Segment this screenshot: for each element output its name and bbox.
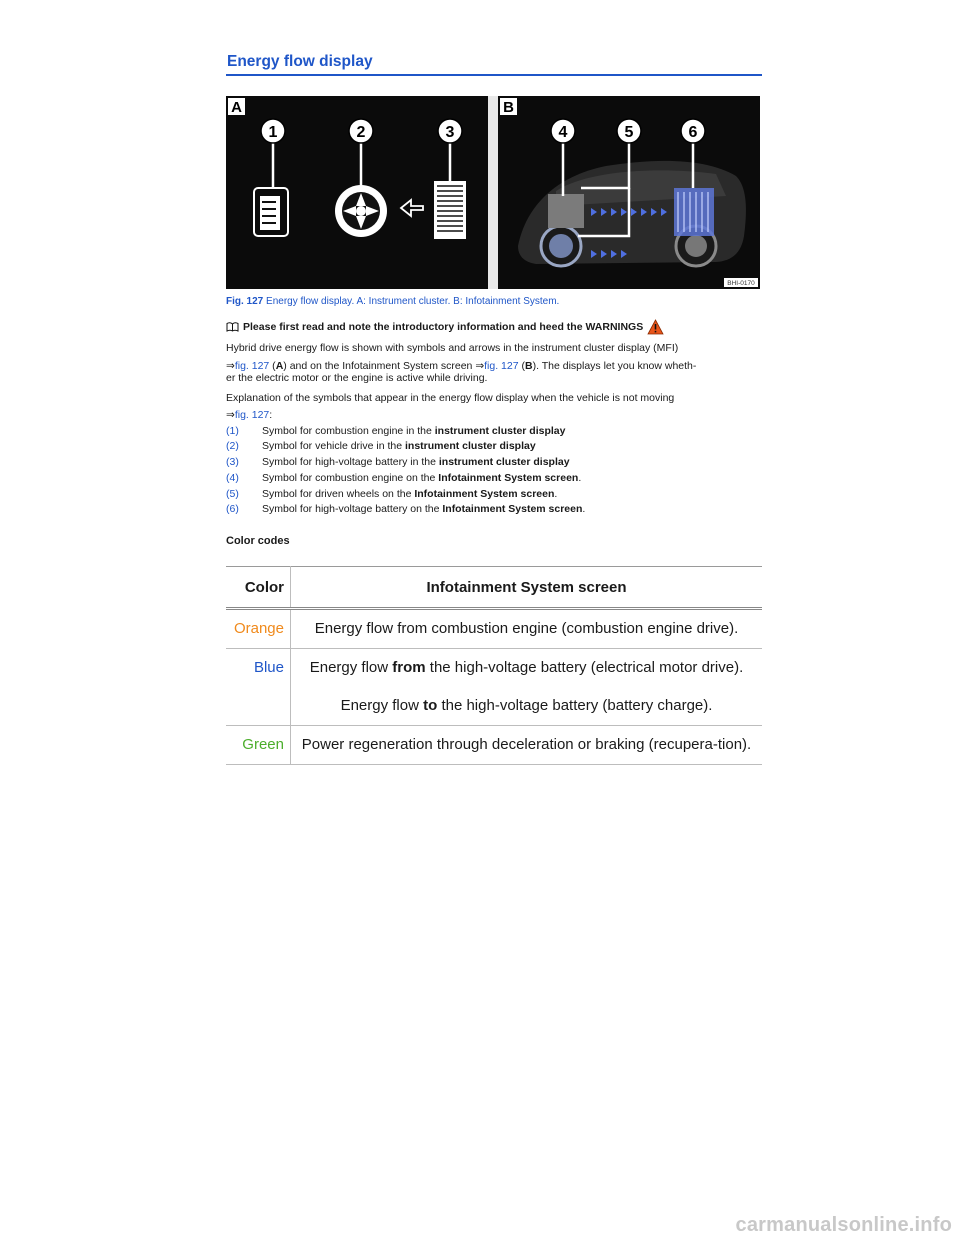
- svg-text:6: 6: [689, 124, 698, 141]
- color-name-cell: Orange: [226, 608, 291, 650]
- intro-paragraph: Hybrid drive energy flow is shown with s…: [226, 342, 762, 385]
- list-item: (1) Symbol for combustion engine in the i…: [226, 424, 762, 440]
- table-header-row: Color Infotainment System screen: [226, 566, 762, 611]
- callout-1: 1: [260, 118, 286, 144]
- arrow-glyph: ⇒: [226, 409, 235, 421]
- fig-link-b[interactable]: fig. 127: [484, 359, 519, 372]
- explanation-line-2: ⇒fig. 127:: [226, 409, 273, 421]
- arrow-glyph: ⇒: [475, 359, 485, 372]
- battery-symbol-icon: [434, 181, 466, 239]
- svg-text:5: 5: [625, 124, 634, 141]
- arrow-left-icon: [399, 198, 424, 218]
- table-row: Blue Energy flow from the high-voltage ba…: [226, 648, 762, 727]
- legend-text: Symbol for driven wheels on the Infotain…: [262, 487, 558, 500]
- description-cell: Energy flow from combustion engine (comb…: [290, 608, 762, 650]
- car-illustration: [518, 160, 746, 268]
- engine-symbol-icon: [253, 187, 289, 237]
- energy-flow-figure: A B 1 2 3: [226, 96, 760, 289]
- list-item: (4) Symbol for combustion engine on the I…: [226, 471, 762, 487]
- panel-b-letter: B: [503, 99, 514, 116]
- intro-line-1: Hybrid drive energy flow is shown with s…: [226, 342, 679, 354]
- callout-4: 4: [550, 118, 576, 144]
- panel-a-box: [228, 98, 245, 115]
- list-item: (5) Symbol for driven wheels on the Infot…: [226, 487, 762, 503]
- explanation-paragraph: Explanation of the symbols that appear i…: [226, 392, 762, 422]
- list-item: (2) Symbol for vehicle drive in the instr…: [226, 439, 762, 455]
- note-text: Please first read and note the introduct…: [243, 321, 644, 333]
- explanation-line-1: Explanation of the symbols that appear i…: [226, 391, 675, 404]
- symbol-legend-list: (1) Symbol for combustion engine in the i…: [226, 424, 762, 519]
- book-icon: [226, 322, 239, 332]
- fig-link-c[interactable]: fig. 127: [234, 409, 270, 421]
- callout-2: 2: [348, 118, 374, 144]
- legend-number: (1): [226, 424, 239, 437]
- svg-text:3: 3: [446, 124, 455, 141]
- bold-a: A: [275, 359, 284, 372]
- description-cell: Power regeneration through deceleration …: [290, 725, 762, 766]
- color-name-cell: Green: [226, 725, 291, 766]
- figure-caption: Fig. 127 Energy flow display. A: Instrum…: [226, 296, 762, 307]
- description-line: Power regeneration through deceleration …: [301, 736, 752, 754]
- legend-text: Symbol for vehicle drive in the instrume…: [262, 440, 536, 453]
- intro-line-2: ⇒fig. 127 (A) and on the Infotainment Sy…: [226, 359, 697, 372]
- fig-link-a[interactable]: fig. 127: [234, 359, 270, 372]
- header-screen: Infotainment System screen: [290, 566, 762, 611]
- image-code: BHI-0170: [727, 280, 755, 287]
- table-row: Orange Energy flow from combustion engine…: [226, 608, 762, 650]
- legend-number: (5): [226, 487, 239, 500]
- header-color: Color: [226, 566, 291, 611]
- list-item: (6) Symbol for high-voltage battery on th…: [226, 502, 762, 518]
- panel-a-letter: A: [231, 99, 242, 116]
- description-line: Energy flow from the high-voltage batter…: [309, 659, 744, 677]
- legend-text: Symbol for high-voltage battery in the i…: [262, 456, 570, 469]
- legend-number: (3): [226, 456, 239, 469]
- figure-illustration: A B 1 2 3: [228, 96, 758, 289]
- list-item: (3) Symbol for high-voltage battery in th…: [226, 455, 762, 471]
- description-line: Energy flow to the high-voltage battery …: [340, 697, 713, 715]
- legend-text: Symbol for combustion engine in the inst…: [262, 424, 566, 437]
- panel-divider: [488, 96, 498, 289]
- table-row: Green Power regeneration through decelera…: [226, 725, 762, 766]
- callout-3: 3: [437, 118, 463, 144]
- safety-note: Please first read and note the introduct…: [226, 319, 762, 335]
- description-line: Energy flow from combustion engine (comb…: [314, 620, 739, 638]
- intro-line-3: er the electric motor or the engine is a…: [226, 372, 488, 384]
- callout-6: 6: [680, 118, 706, 144]
- legend-number: (6): [226, 503, 239, 516]
- arrow-glyph: ⇒: [226, 359, 235, 372]
- color-codes-heading: Color codes: [226, 535, 290, 548]
- watermark: carmanualsonline.info: [735, 1214, 952, 1236]
- legend-number: (4): [226, 471, 239, 484]
- legend-text: Symbol for combustion engine on the Info…: [262, 471, 582, 484]
- legend-text: Symbol for high-voltage battery on the I…: [262, 503, 586, 516]
- panel-b-box: [500, 98, 517, 115]
- color-name-cell: Blue: [226, 648, 291, 727]
- caption-label: Fig. 127: [226, 296, 264, 307]
- svg-text:2: 2: [357, 124, 366, 141]
- callout-5: 5: [616, 118, 642, 144]
- bold-b: B: [525, 359, 533, 372]
- warning-triangle-icon[interactable]: [647, 319, 664, 335]
- svg-text:1: 1: [269, 124, 278, 141]
- section-title: Energy flow display: [226, 50, 762, 76]
- caption-text: Energy flow display. A: Instrument clust…: [266, 296, 560, 307]
- description-cell: Energy flow from the high-voltage batter…: [290, 648, 762, 727]
- manual-page: Energy flow display A B 1 2 3: [226, 50, 762, 766]
- svg-text:4: 4: [559, 124, 568, 141]
- wheel-symbol-icon: [335, 185, 387, 237]
- legend-number: (2): [226, 440, 239, 453]
